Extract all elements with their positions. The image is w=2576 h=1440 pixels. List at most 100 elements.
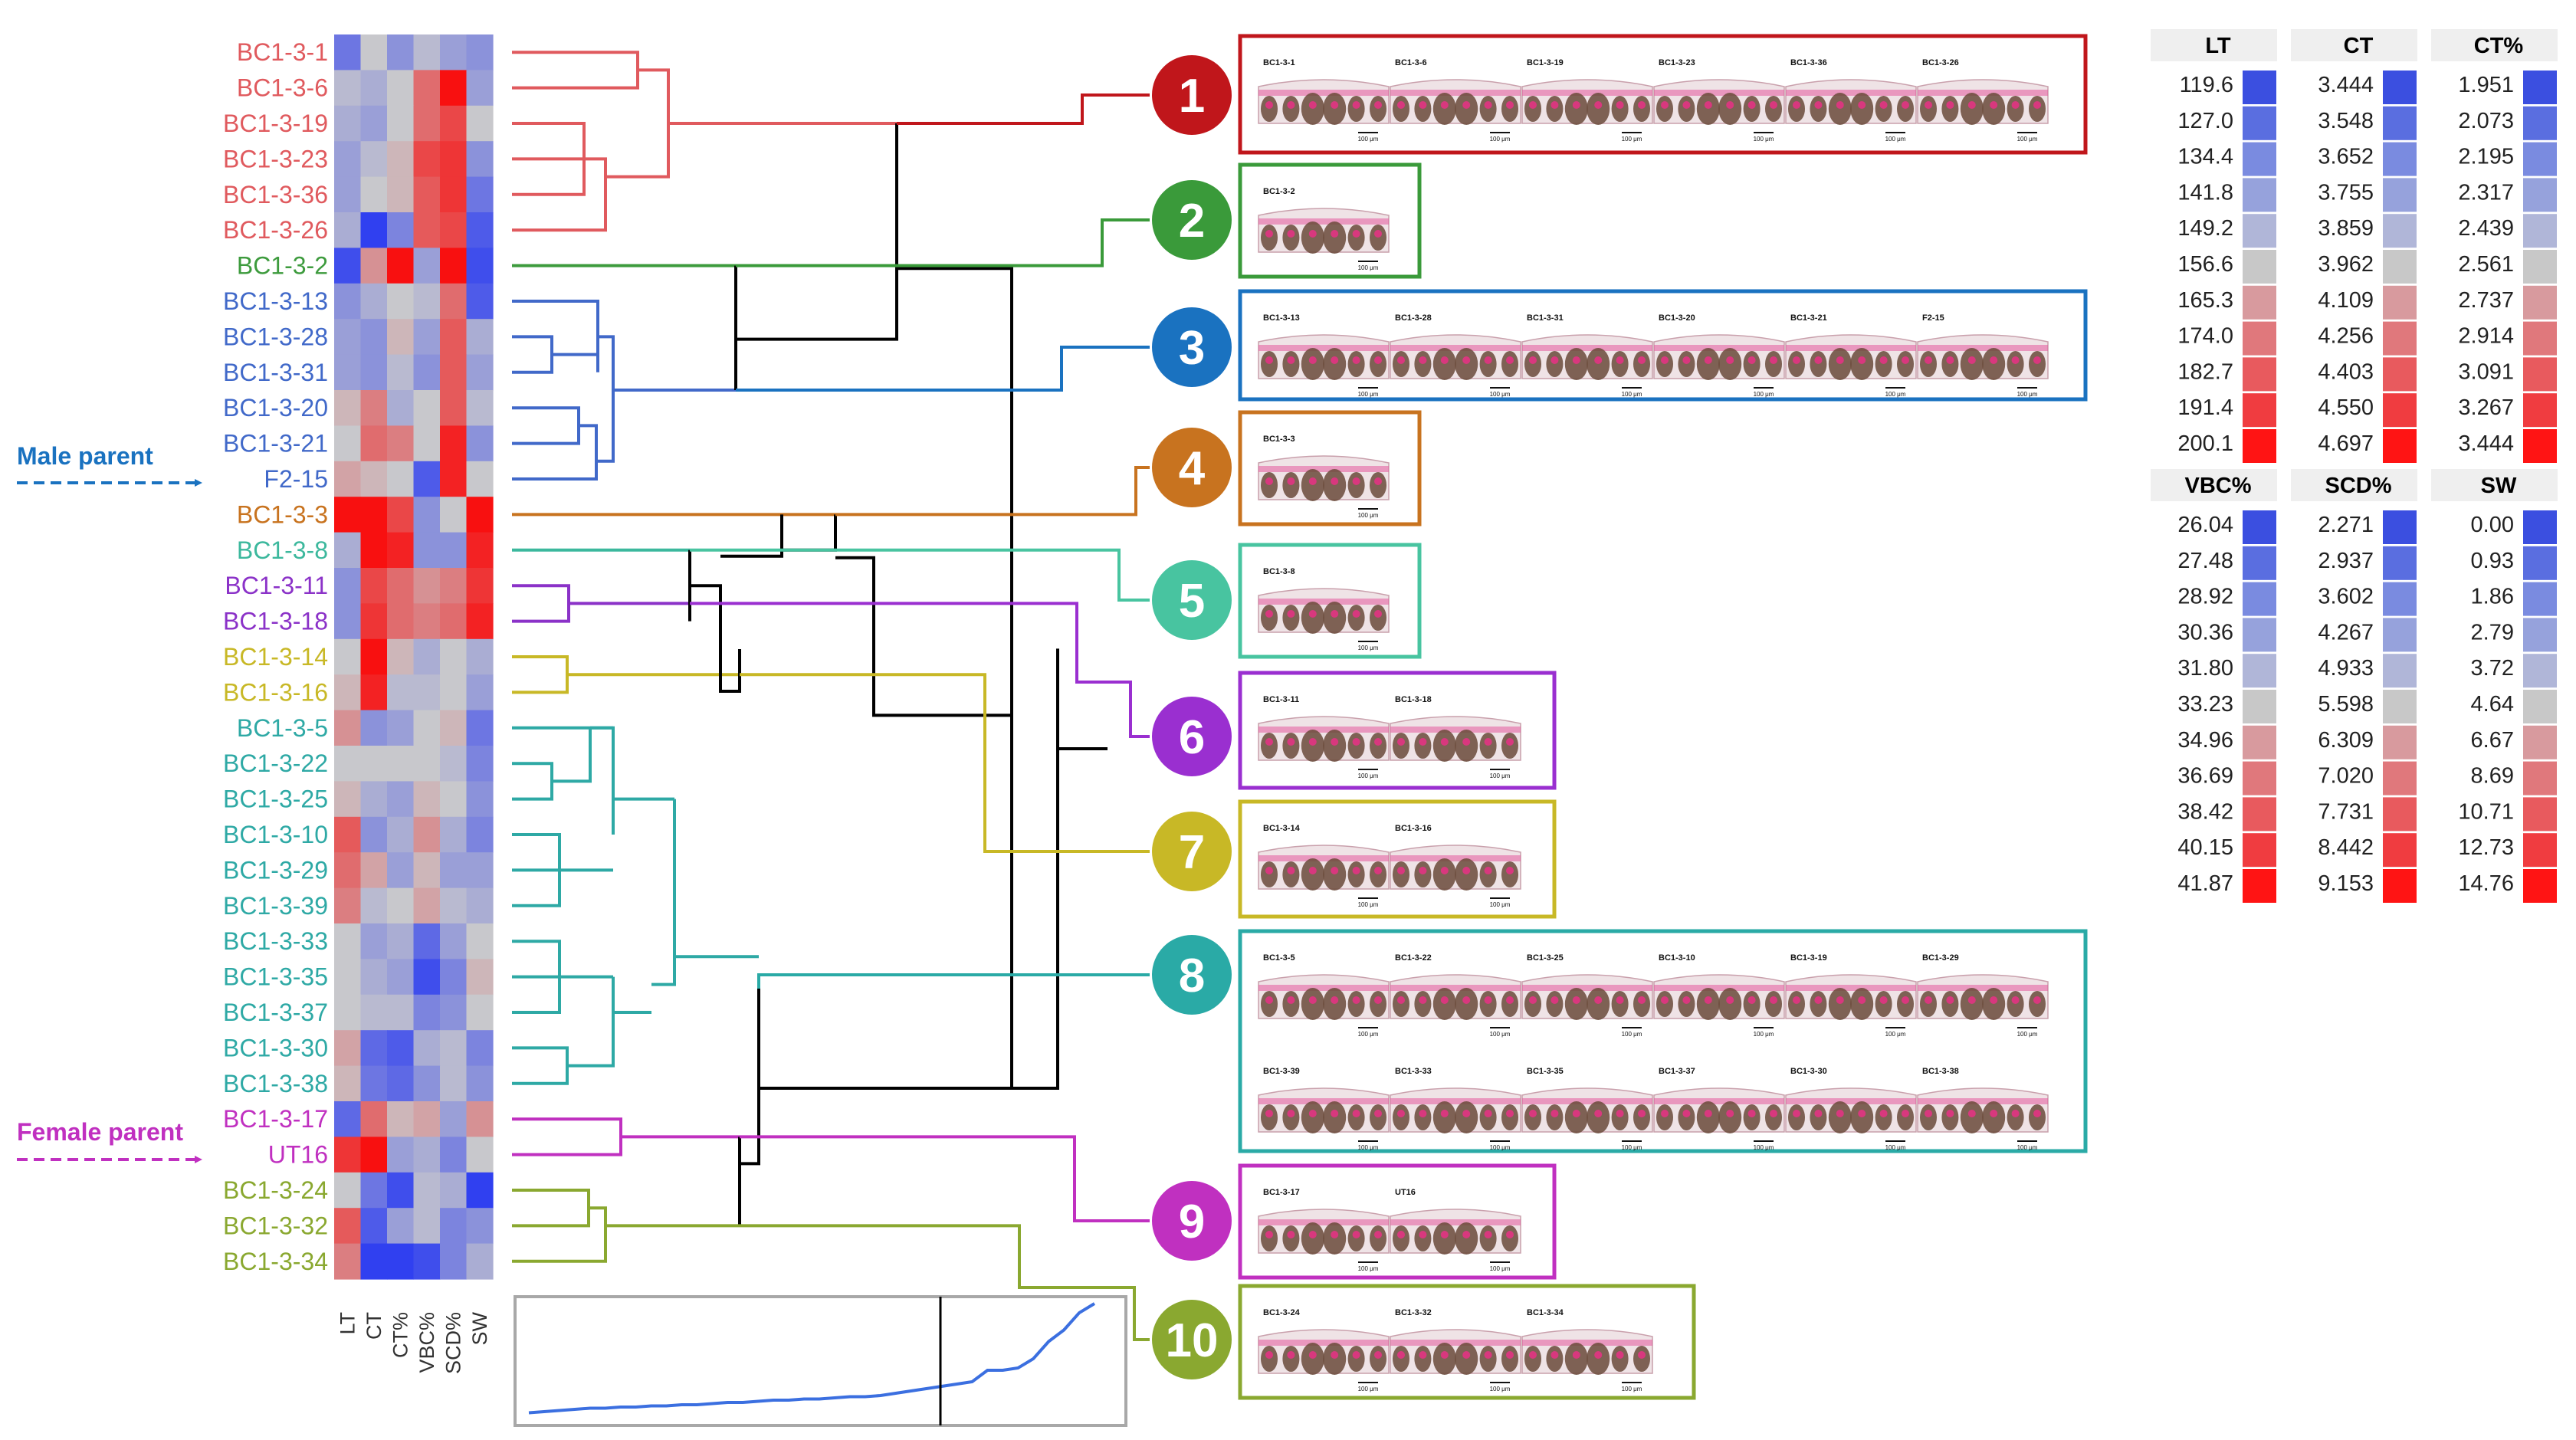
heatmap-cell — [413, 781, 441, 818]
legend-swatch — [2383, 833, 2417, 868]
cluster-badge-5: 5 — [1152, 560, 1232, 640]
legend-swatch — [2523, 582, 2557, 616]
heatmap-cell — [334, 923, 362, 959]
scale-bar-label: 100 μm — [1490, 1144, 1511, 1151]
vessel — [1265, 867, 1273, 874]
section-label: BC1-3-39 — [1263, 1067, 1300, 1076]
vessel — [1374, 1110, 1382, 1117]
heatmap-cell — [413, 248, 441, 284]
legend-swatch — [2243, 725, 2276, 759]
legend-value: 200.1 — [2177, 431, 2233, 456]
heatmap-cell — [387, 497, 415, 533]
legend-value: 119.6 — [2180, 73, 2233, 97]
epidermis-band — [1390, 1340, 1521, 1346]
section-label: BC1-3-16 — [1395, 824, 1432, 833]
legend-value: 26.04 — [2177, 513, 2233, 537]
vessel — [1331, 230, 1339, 238]
heatmap-cell — [440, 34, 468, 71]
heatmap-column-label: CT — [363, 1312, 386, 1340]
vessel — [1331, 867, 1339, 874]
scale-bar-label: 100 μm — [1754, 1144, 1774, 1151]
scale-bar-label: 100 μm — [1358, 391, 1379, 398]
vessel — [1616, 101, 1624, 109]
legend-value: 2.439 — [2458, 216, 2514, 241]
heatmap-cell — [440, 568, 468, 604]
legend-value: 0.00 — [2471, 513, 2514, 537]
scale-bar-label: 100 μm — [1490, 901, 1511, 908]
cluster-badge-circle — [1152, 1181, 1232, 1261]
vessel — [1572, 996, 1580, 1004]
dendrogram-link — [736, 123, 898, 341]
vessel — [1287, 1110, 1295, 1117]
section-label: BC1-3-19 — [1790, 953, 1827, 963]
vessel — [1308, 1231, 1317, 1238]
vessel — [1374, 738, 1382, 746]
scale-bar-label: 100 μm — [1490, 1031, 1511, 1038]
cluster-badge-number: 2 — [1179, 195, 1205, 248]
legend-value: 5.598 — [2318, 692, 2374, 717]
cluster-badge-circle — [1152, 1300, 1232, 1379]
scale-bar-label: 100 μm — [1358, 645, 1379, 651]
vessel — [1770, 1110, 1777, 1117]
scale-bar-label: 100 μm — [1754, 136, 1774, 143]
vessel — [1331, 1351, 1339, 1359]
dendrogram-branch — [590, 726, 615, 835]
heatmap-cell — [466, 283, 494, 320]
vessel — [1440, 1110, 1449, 1117]
stem-section-image — [1258, 974, 1390, 1019]
heatmap-cell — [387, 852, 415, 889]
vessel — [1946, 1110, 1954, 1117]
heatmap-cell — [413, 816, 441, 853]
legend-swatch — [2243, 71, 2276, 104]
epidermis-band — [1258, 218, 1389, 225]
cluster-badge-circle — [1152, 307, 1232, 387]
heatmap-cell — [360, 959, 388, 996]
heatmap-cell — [440, 497, 468, 533]
sample-label: BC1-3-20 — [223, 394, 328, 422]
section-label: BC1-3-1 — [1263, 58, 1295, 67]
heatmap-cell — [360, 1208, 388, 1245]
stem-section-image — [1390, 1209, 1521, 1254]
vessel — [1925, 101, 1932, 109]
legend-value: 14.76 — [2458, 871, 2514, 896]
male-parent-annotation: Male parent — [17, 442, 202, 487]
legend-value: 3.962 — [2318, 252, 2374, 277]
vessel — [1946, 101, 1954, 109]
vessel — [1331, 996, 1339, 1004]
heatmap-cell — [334, 461, 362, 497]
legend-swatch — [2243, 142, 2276, 176]
vessel — [1352, 1110, 1360, 1117]
stem-section-image — [1258, 588, 1390, 633]
heatmap-cell — [466, 105, 494, 142]
cluster-badge-10: 10 — [1152, 1300, 1232, 1379]
vessel — [1352, 101, 1360, 109]
vessel — [1529, 356, 1537, 364]
heatmap-cell — [360, 354, 388, 391]
scale-bar-label: 100 μm — [1490, 1386, 1511, 1392]
cluster-badge-number: 8 — [1179, 950, 1205, 1002]
vessel — [1638, 996, 1646, 1004]
legend-swatch — [2243, 582, 2276, 616]
legend-swatch — [2383, 321, 2417, 356]
sample-label: BC1-3-11 — [225, 572, 328, 599]
vessel — [1704, 996, 1712, 1004]
heatmap-cell — [387, 461, 415, 497]
vessel — [1506, 356, 1514, 364]
heatmap-cell — [466, 248, 494, 284]
heatmap-cell — [466, 1208, 494, 1245]
epidermis-band — [1258, 345, 1389, 351]
legend-value: 141.8 — [2177, 180, 2233, 205]
heatmap-cell — [466, 781, 494, 818]
sample-label: BC1-3-1 — [237, 38, 328, 66]
heatmap-cell — [334, 1065, 362, 1102]
heatmap-cell — [387, 1137, 415, 1173]
sample-label: BC1-3-3 — [237, 500, 328, 528]
elbow-plot-frame — [514, 1295, 1127, 1427]
vessel — [1440, 867, 1449, 874]
elbow-plot — [514, 1295, 1127, 1427]
epidermis-band — [1522, 345, 1652, 351]
vessel — [1836, 996, 1844, 1004]
